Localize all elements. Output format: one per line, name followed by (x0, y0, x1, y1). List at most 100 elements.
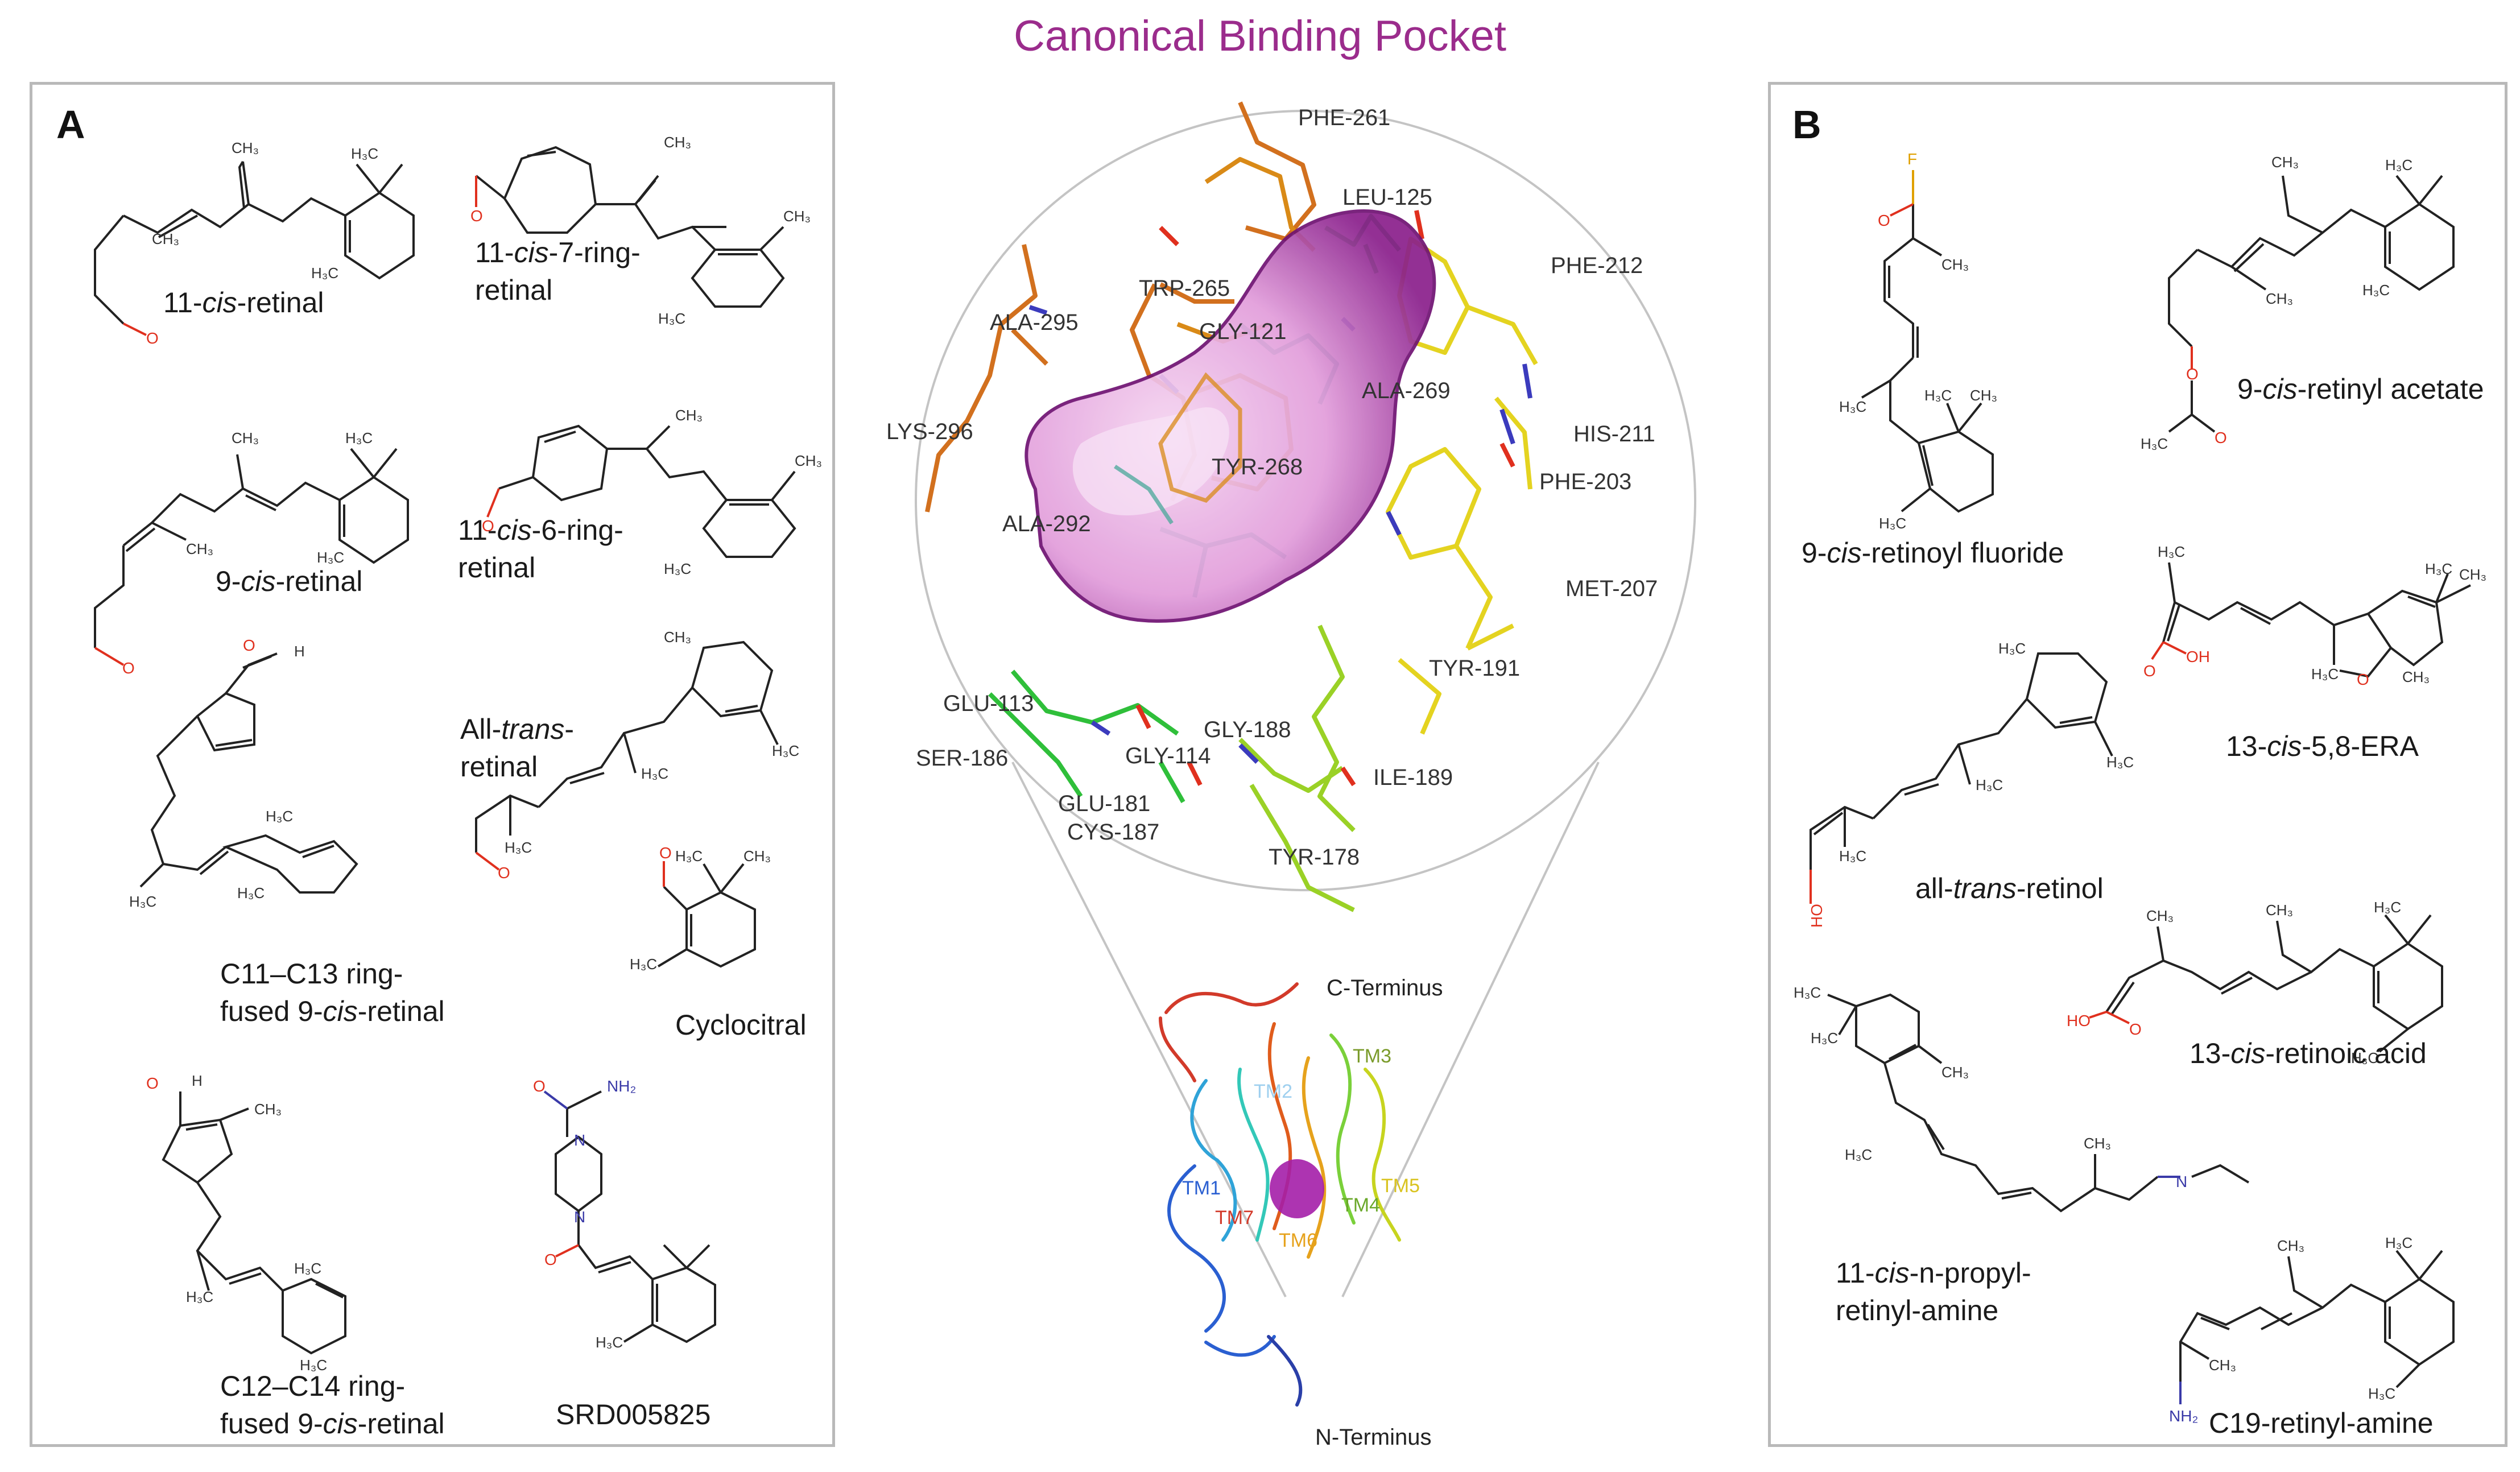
svg-text:O: O (2129, 1020, 2142, 1038)
panel-b: B F O CH₃ H₃C H₃C CH₃ H₃C 9-cis-retinoyl… (1768, 82, 2507, 1447)
svg-text:H₃C: H₃C (1879, 515, 1906, 532)
residue-label: GLY-114 (1125, 743, 1211, 768)
svg-text:H₃C: H₃C (1839, 398, 1866, 415)
svg-text:H₃C: H₃C (2158, 543, 2185, 560)
n-terminus-label: N-Terminus (1315, 1425, 1431, 1450)
helix-label-tm1: TM1 (1182, 1177, 1221, 1199)
caption-all-trans-retinol: all-trans-retinol (1915, 873, 2104, 904)
caption-srd005825: SRD005825 (556, 1399, 711, 1430)
svg-text:CH₃: CH₃ (232, 429, 259, 446)
svg-text:HO: HO (2067, 1012, 2091, 1029)
svg-text:CH₃: CH₃ (1970, 387, 1997, 404)
residue-label: TYR-178 (1269, 845, 1360, 870)
svg-text:H₃C: H₃C (2351, 1049, 2378, 1066)
residue-label: ALA-292 (1002, 511, 1091, 536)
residue-label: CYS-187 (1067, 820, 1159, 845)
svg-text:O: O (659, 844, 672, 862)
caption-11-cis-7-ring-retinal: 11-cis-7-ring- retinal (475, 237, 641, 306)
svg-text:CH₃: CH₃ (152, 230, 179, 247)
molecule-cyclocitral: O H₃C CH₃ H₃C (630, 844, 771, 973)
molecule-all-trans-retinol: HO H₃C H₃C H₃C H₃C (1808, 640, 2134, 928)
svg-text:CH₃: CH₃ (2209, 1357, 2236, 1374)
residue-sticks-lime (1238, 625, 1356, 912)
oxygen-atoms (1135, 210, 1515, 787)
molecule-13-cis-retinoic-acid: HO O CH₃ CH₃ H₃C H₃C (2067, 899, 2443, 1066)
caption-c11-c13-ring-fused: C11–C13 ring- fused 9-cis-retinal (220, 958, 445, 1027)
svg-text:H₃C: H₃C (351, 145, 378, 162)
svg-text:H₃C: H₃C (266, 808, 293, 825)
svg-text:H₃C: H₃C (1976, 776, 2003, 793)
residue-label: TRP-265 (1139, 276, 1230, 301)
molecule-c19-retinyl-amine: NH₂ CH₃ CH₃ H₃C H₃C (2169, 1234, 2455, 1425)
caption-11-cis-retinal: 11-cis-retinal (163, 287, 324, 319)
svg-text:H₃C: H₃C (317, 549, 344, 566)
molecule-13-cis-5-8-era: H₃C O OH O H₃C H₃C CH₃ CH₃ (2143, 543, 2486, 688)
caption-13-cis-retinoic-acid: 13-cis-retinoic acid (2189, 1037, 2427, 1069)
residue-label: PHE-261 (1298, 105, 1390, 130)
svg-text:H₃C: H₃C (2425, 560, 2452, 577)
svg-text:H₃C: H₃C (2362, 282, 2390, 299)
residue-label: PHE-203 (1539, 469, 1631, 494)
svg-text:H₃C: H₃C (1924, 387, 1952, 404)
molecule-11-cis-retinal: CH₃ CH₃ H₃C H₃C O (94, 139, 415, 347)
residue-label: MET-207 (1565, 576, 1658, 601)
svg-text:H₃C: H₃C (1811, 1029, 1838, 1047)
binding-pocket-surface (1024, 209, 1436, 623)
svg-text:CH₃: CH₃ (2459, 566, 2486, 583)
residue-label: LEU-125 (1342, 185, 1432, 210)
molecule-9-cis-retinal: O CH₃ CH₃ H₃C H₃C (94, 429, 409, 677)
svg-text:H₃C: H₃C (300, 1357, 327, 1374)
svg-text:H₃C: H₃C (2368, 1385, 2395, 1402)
zoom-line-right (1341, 762, 1600, 1297)
svg-text:H₃C: H₃C (2374, 899, 2401, 916)
residue-label: TYR-191 (1429, 656, 1520, 681)
residue-label: ILE-189 (1373, 765, 1453, 790)
panel-a: A CH₃ CH₃ H₃C H₃C O 11-cis-retinal (30, 82, 835, 1447)
svg-text:H₃C: H₃C (1845, 1146, 1872, 1163)
helix-label-tm4: TM4 (1341, 1194, 1380, 1216)
svg-text:NH₂: NH₂ (607, 1077, 636, 1095)
svg-text:H₃C: H₃C (294, 1260, 321, 1277)
svg-text:O: O (498, 864, 510, 882)
caption-c12-c14-ring-fused: C12–C14 ring- fused 9-cis-retinal (220, 1370, 445, 1440)
svg-text:CH₃: CH₃ (186, 540, 213, 557)
pocket-highlight (1072, 407, 1229, 516)
svg-text:CH₃: CH₃ (2084, 1135, 2111, 1152)
pocket-overview (1270, 1159, 1324, 1218)
svg-text:O: O (470, 207, 483, 225)
svg-text:O: O (146, 1074, 159, 1092)
molecule-srd005825: O NH₂ N N O H₃C (533, 1077, 716, 1351)
svg-text:O: O (2357, 671, 2369, 688)
svg-text:O: O (1878, 212, 1890, 229)
caption-11-cis-6-ring-retinal: 11-cis-6-ring- retinal (458, 514, 623, 584)
svg-text:F: F (1907, 150, 1917, 168)
svg-text:O: O (2186, 365, 2199, 383)
svg-text:CH₃: CH₃ (1941, 256, 1969, 273)
caption-9-cis-retinal: 9-cis-retinal (216, 565, 363, 597)
svg-text:H₃C: H₃C (311, 264, 338, 282)
caption-13-cis-5-8-era: 13-cis-5,8-ERA (2226, 730, 2419, 762)
svg-text:H₃C: H₃C (675, 847, 703, 865)
svg-text:NH₂: NH₂ (2169, 1407, 2198, 1425)
residue-label: SER-186 (916, 746, 1008, 771)
residue-sticks-yellow (1386, 237, 1538, 735)
panel-a-letter: A (56, 102, 85, 147)
residue-sticks-through-pocket (1158, 372, 1242, 503)
residue-label: GLY-188 (1204, 717, 1291, 742)
svg-text:O: O (2215, 429, 2227, 446)
svg-text:H₃C: H₃C (1998, 640, 2026, 657)
svg-text:CH₃: CH₃ (2146, 907, 2174, 924)
caption-9-cis-retinoyl-fluoride: 9-cis-retinoyl fluoride (1802, 537, 2064, 569)
svg-text:H₃C: H₃C (664, 560, 691, 577)
protein-ribbon (1159, 982, 1401, 1407)
svg-text:N: N (574, 1131, 585, 1149)
svg-text:H₃C: H₃C (2385, 1234, 2412, 1251)
svg-text:O: O (146, 329, 159, 347)
helix-label-tm2: TM2 (1254, 1081, 1292, 1102)
residue-label: TYR-268 (1212, 454, 1303, 479)
svg-text:O: O (122, 659, 135, 677)
svg-text:CH₃: CH₃ (783, 208, 811, 225)
svg-text:CH₃: CH₃ (743, 847, 771, 865)
residue-label: GLU-113 (943, 691, 1034, 716)
molecule-11-cis-n-propyl-retinyl-amine: N H₃C H₃C CH₃ H₃C CH₃ (1794, 984, 2250, 1213)
